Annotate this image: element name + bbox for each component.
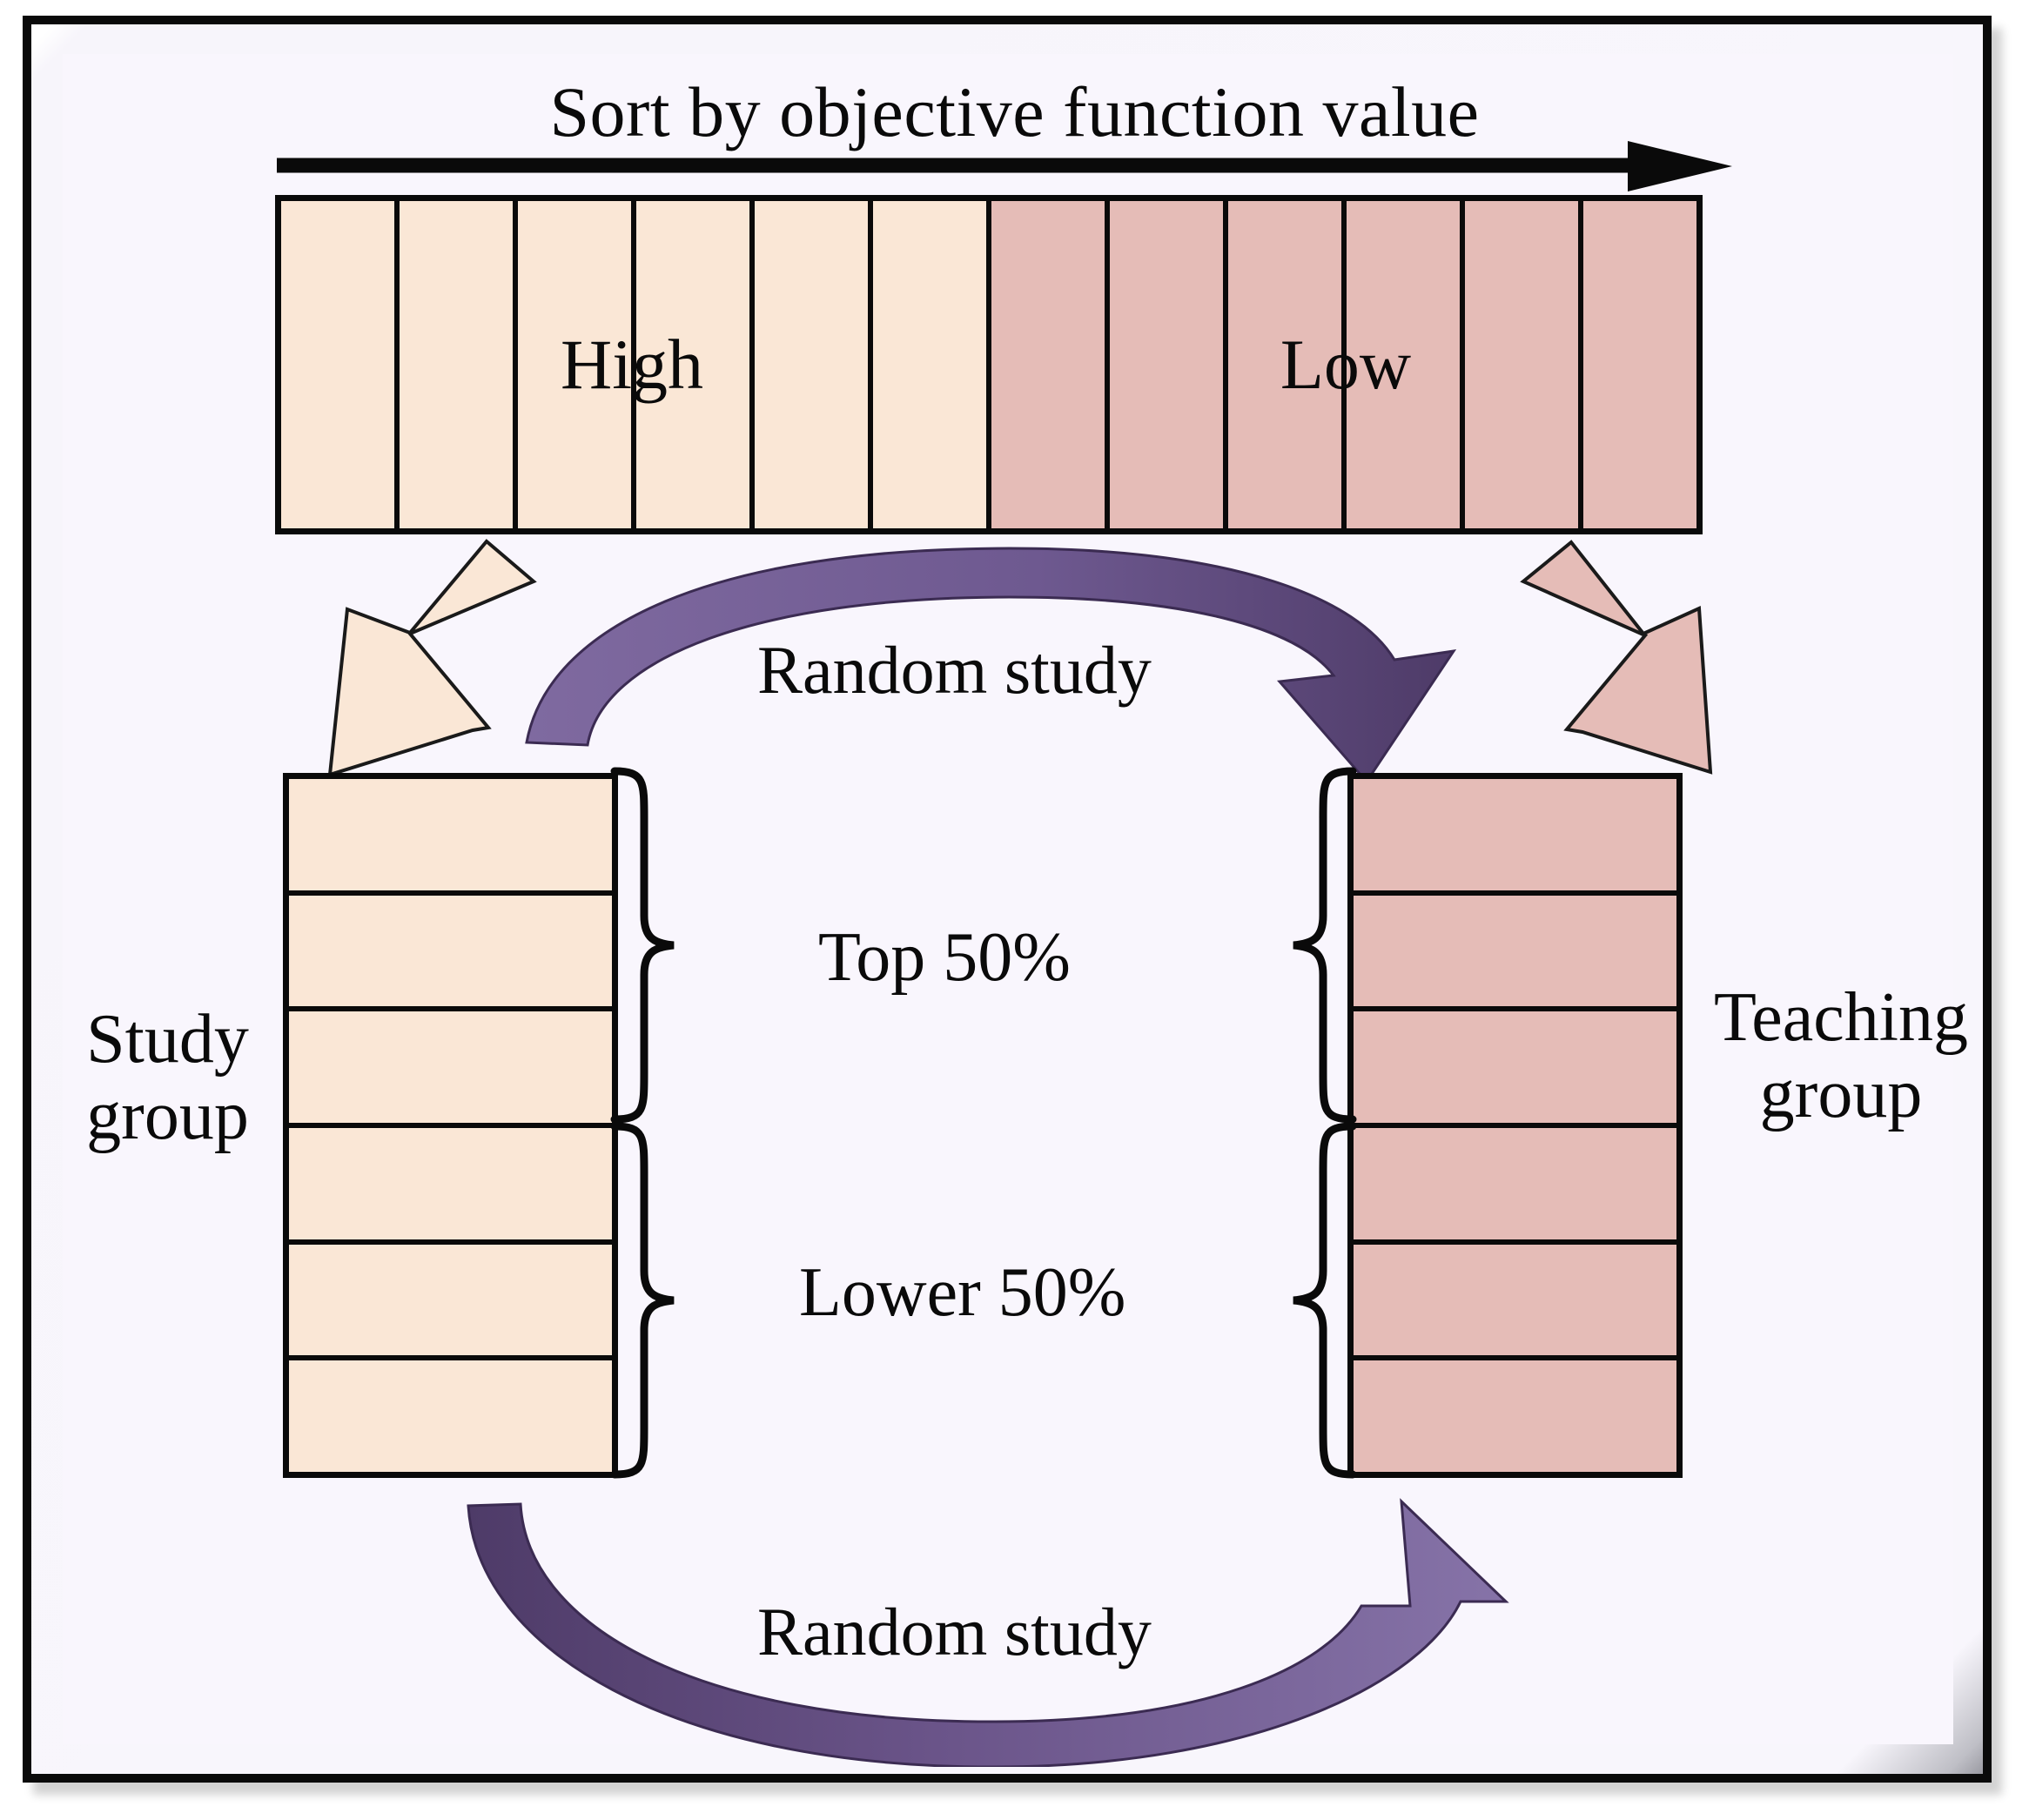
strip-cell-low-4	[1347, 201, 1465, 528]
strip-cell-high-5	[755, 201, 873, 528]
teaching-group-row-4	[1354, 1128, 1676, 1245]
down-right-block-arrow-icon	[1520, 540, 1713, 775]
teaching-group-row-6	[1354, 1360, 1676, 1472]
sort-direction-arrow-icon	[277, 141, 1732, 191]
strip-cell-high-4	[636, 201, 755, 528]
teaching-group-box	[1347, 773, 1683, 1478]
study-group-bottom-brace-icon	[610, 1122, 675, 1479]
sorted-population-strip	[275, 195, 1703, 534]
study-group-row-3	[289, 1011, 612, 1129]
strip-cell-low-1	[991, 201, 1110, 528]
teaching-group-row-3	[1354, 1011, 1676, 1129]
study-group-row-2	[289, 896, 612, 1012]
study-group-box	[283, 773, 618, 1478]
bottom-random-study-arc-arrow-icon	[467, 1498, 1509, 1767]
teaching-group-label: Teaching group	[1693, 979, 1989, 1132]
strip-cell-high-1	[281, 201, 400, 528]
study-group-row-5	[289, 1245, 612, 1361]
teaching-group-row-2	[1354, 896, 1676, 1012]
teaching-group-row-5	[1354, 1245, 1676, 1361]
strip-cell-low-2	[1110, 201, 1228, 528]
teaching-group-label-line1: Teaching	[1713, 979, 1969, 1056]
strip-cell-low-6	[1583, 201, 1696, 528]
strip-cell-low-3	[1228, 201, 1347, 528]
strip-label-low: Low	[1280, 325, 1412, 404]
study-group-label: Study group	[52, 1001, 283, 1154]
bottom-random-study-label: Random study	[757, 1594, 1152, 1669]
teaching-group-top-brace-icon	[1293, 767, 1357, 1124]
sort-title: Sort by objective function value	[549, 72, 1480, 151]
teaching-group-row-1	[1354, 779, 1676, 896]
study-group-label-line1: Study	[86, 1001, 249, 1078]
top-random-study-label: Random study	[757, 632, 1152, 708]
study-group-row-6	[289, 1360, 612, 1472]
lower-50-percent-label: Lower 50%	[799, 1254, 1126, 1331]
study-group-row-4	[289, 1128, 612, 1245]
strip-cell-high-6	[873, 201, 991, 528]
top-random-study-arc-arrow-icon	[525, 547, 1457, 784]
teaching-group-bottom-brace-icon	[1293, 1122, 1357, 1479]
strip-label-high: High	[561, 325, 703, 404]
top-50-percent-label: Top 50%	[818, 919, 1071, 996]
study-group-top-brace-icon	[610, 767, 675, 1124]
strip-cell-low-5	[1465, 201, 1583, 528]
strip-cell-high-3	[518, 201, 636, 528]
study-group-label-line2: group	[86, 1078, 249, 1154]
study-group-row-1	[289, 779, 612, 896]
teaching-group-label-line2: group	[1759, 1056, 1923, 1132]
strip-cell-high-2	[400, 201, 518, 528]
down-left-block-arrow-icon	[327, 539, 537, 777]
